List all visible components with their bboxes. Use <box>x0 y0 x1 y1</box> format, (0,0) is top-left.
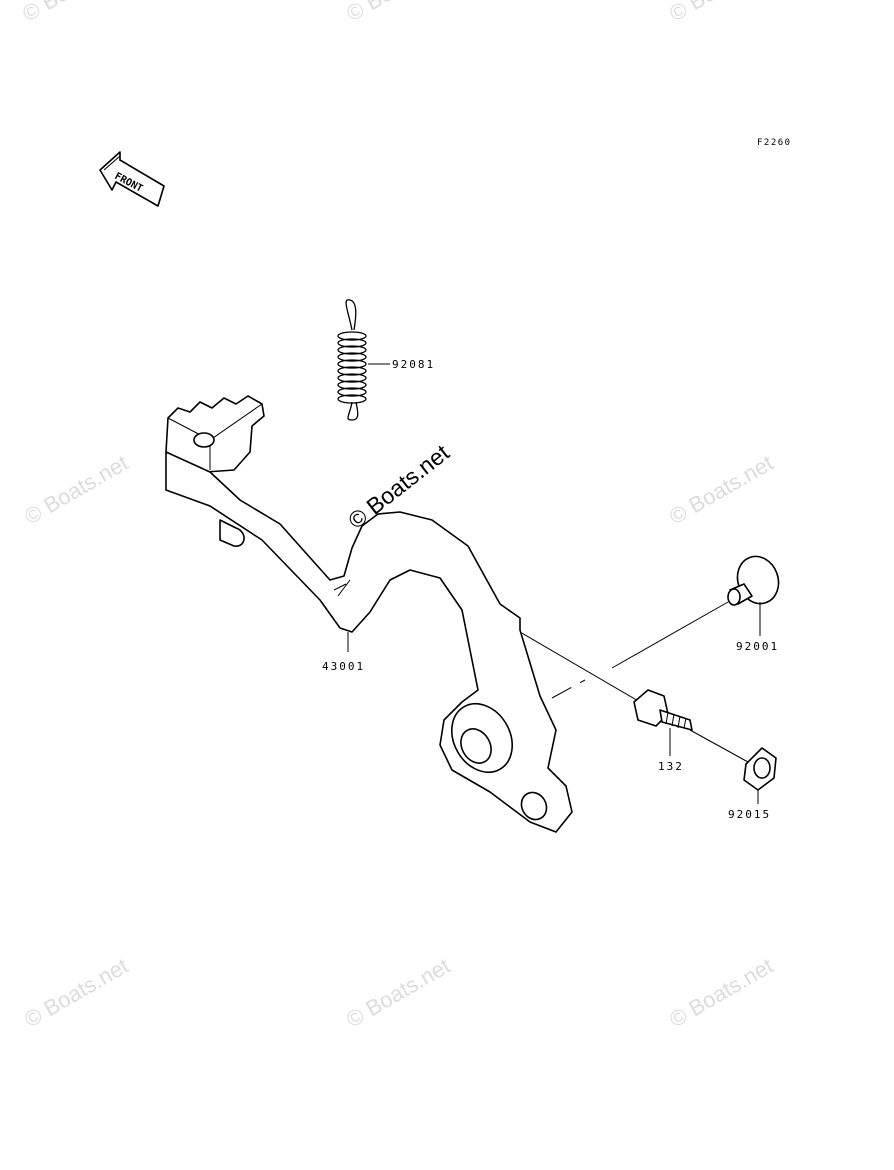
part-number-43001: 43001 <box>322 660 365 673</box>
watermark: © Boats.net <box>20 450 132 529</box>
part-number-92081: 92081 <box>392 358 435 371</box>
figure-code: F2260 <box>757 138 792 148</box>
washer-icon <box>727 555 780 636</box>
brake-pedal-icon <box>165 395 573 833</box>
spring-icon <box>337 299 390 421</box>
nut-icon <box>743 747 777 804</box>
part-number-132: 132 <box>658 760 684 773</box>
watermark: © Boats.net <box>665 0 777 26</box>
watermark: © Boats.net <box>18 0 130 26</box>
front-arrow-icon: FRONT <box>99 151 165 207</box>
part-number-92001: 92001 <box>736 640 779 653</box>
part-number-92015: 92015 <box>728 808 771 821</box>
watermark: © Boats.net <box>665 450 777 529</box>
bolt-icon <box>633 689 693 756</box>
watermark: © Boats.net <box>665 953 777 1032</box>
watermark: © Boats.net <box>20 953 132 1032</box>
watermark: © Boats.net <box>342 0 454 26</box>
watermark: © Boats.net <box>342 953 454 1032</box>
assembly-lines <box>519 601 749 763</box>
